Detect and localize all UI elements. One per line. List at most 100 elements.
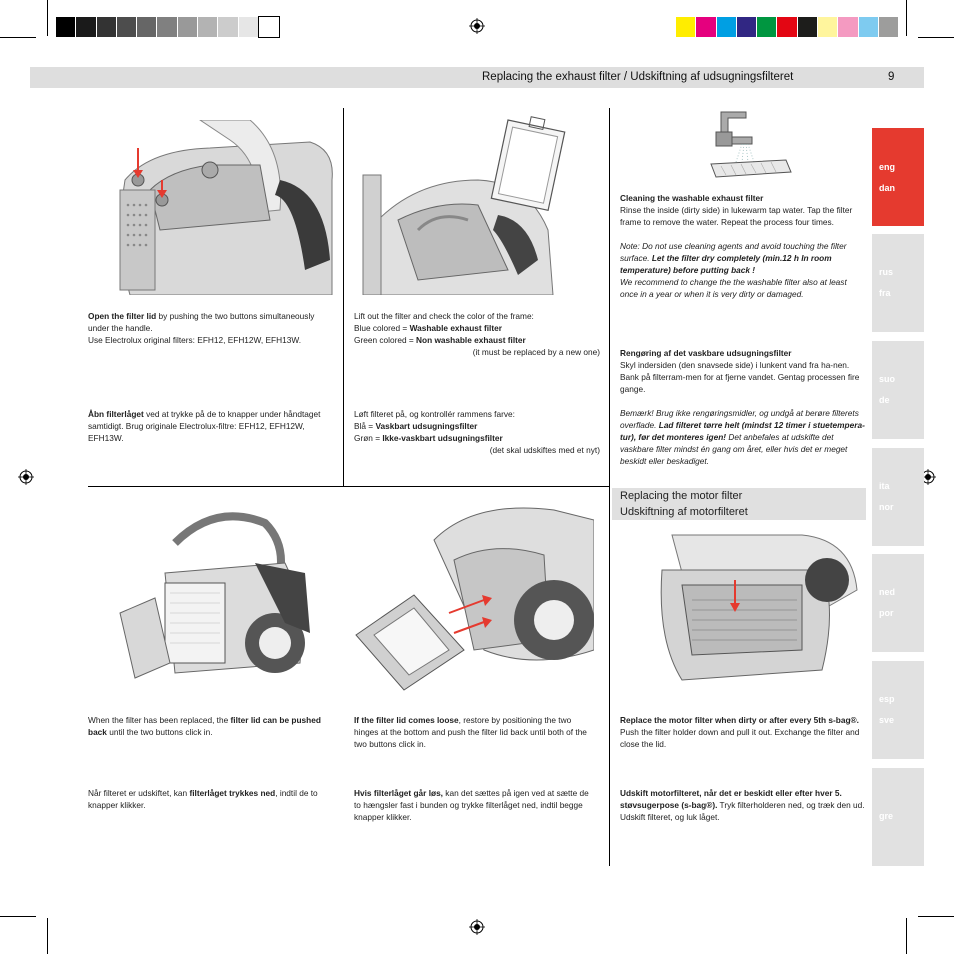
lang-label: esp <box>879 694 895 704</box>
crop-mark <box>906 0 907 36</box>
step3-da-note-tail: Det anbefales at udskifte det vaskbare f… <box>620 432 848 466</box>
step3-text-da: Rengøring af det vaskbare udsugningsfilt… <box>620 347 866 467</box>
motor-filter-heading: Replacing the motor filter Udskiftning a… <box>612 488 866 520</box>
column-divider <box>343 108 345 486</box>
row-divider <box>88 486 610 488</box>
step4-en-pre: When the filter has been replaced, the <box>88 715 231 725</box>
calibration-swatch <box>56 17 77 37</box>
lang-tab-ned-por[interactable]: ned por <box>872 554 924 652</box>
calibration-swatch <box>716 17 737 37</box>
step2-en-green-value: Non washable exhaust filter <box>416 335 526 345</box>
step1-en-rest: by pushing the two buttons simultaneousl… <box>88 311 315 333</box>
filter-lid-open-illustration <box>115 503 315 693</box>
calibration-swatch <box>137 17 158 37</box>
step2-en-green-label: Green colored = <box>354 335 417 345</box>
calibration-swatch <box>157 17 178 37</box>
lang-label: eng <box>879 162 896 172</box>
step2-en-note: (it must be replaced by a new one) <box>472 347 600 357</box>
step2-da-green-label: Grøn = <box>354 433 383 443</box>
lid-hinges-illustration <box>354 500 594 695</box>
step2-da-blue-value: Vaskbart udsugningsfilter <box>375 421 478 431</box>
step3-da-note-italic: Bemærk! Brug ikke rengøringsmidler, og u… <box>620 408 859 430</box>
page-number: 9 <box>888 71 895 83</box>
page-header: Replacing the exhaust filter / Udskiftni… <box>30 67 924 88</box>
lang-label: suo <box>879 374 896 384</box>
step1-text-da: Åbn filterlåget ved at trykke på de to k… <box>88 408 328 444</box>
motor-filter-illustration <box>622 530 862 690</box>
lang-label: nor <box>879 502 894 512</box>
step6-da-rest: Tryk filterholderen ned, og træk den ud.… <box>620 800 865 822</box>
step3-en-body: Rinse the inside (dirty side) in lukewar… <box>620 205 853 227</box>
step2-da-blue-label: Blå = <box>354 421 376 431</box>
step4-text-da: Når filteret er udskiftet, kan filterlåg… <box>88 787 328 811</box>
step2-en-line1: Lift out the filter and check the color … <box>354 311 534 321</box>
step3-da-note-bold: Lad filteret tørre helt (mindst 12 timer… <box>620 420 865 442</box>
lang-label: fra <box>879 288 891 298</box>
calibration-swatch <box>858 17 879 37</box>
step6-da-bold: Udskift motorfilteret, når det er beskid… <box>620 788 842 810</box>
calibration-swatch <box>797 17 819 37</box>
crop-mark <box>0 916 36 917</box>
step2-da-line1: Løft filteret på, og kontrollér rammens … <box>354 409 515 419</box>
calibration-swatch <box>676 17 697 37</box>
step6-en-rest: Push the filter holder down and pull it … <box>620 727 860 749</box>
lang-tab-eng-dan[interactable]: eng dan <box>872 128 924 226</box>
lang-tab-ita-nor[interactable]: ita nor <box>872 448 924 546</box>
step5-da-rest: kan det sættes på igen ved at sætte de t… <box>354 788 589 822</box>
motor-title-en: Replacing the motor filter <box>620 490 743 502</box>
step4-text-en: When the filter has been replaced, the f… <box>88 714 328 738</box>
step5-en-bold: If the filter lid comes loose <box>354 715 459 725</box>
lang-label: de <box>879 395 890 405</box>
step5-en-rest: , restore by positioning the two hinges … <box>354 715 587 749</box>
step3-da-title: Rengøring af det vaskbare udsugningsfilt… <box>620 348 792 358</box>
calibration-swatch <box>96 17 117 37</box>
calibration-swatch <box>257 16 281 38</box>
step6-en-bold: Replace the motor filter when dirty or a… <box>620 715 859 725</box>
crop-mark <box>47 918 48 954</box>
crop-mark <box>918 37 954 38</box>
lang-tab-rus-fra[interactable]: rus fra <box>872 234 924 332</box>
calibration-swatch <box>777 17 798 37</box>
lang-label: ned <box>879 587 896 597</box>
registration-mark-icon <box>469 919 485 935</box>
registration-mark-icon <box>18 469 34 485</box>
color-calibration-bar <box>676 17 900 37</box>
step6-text-da: Udskift motorfilteret, når det er beskid… <box>620 787 868 823</box>
calibration-swatch <box>757 17 778 37</box>
lang-label: dan <box>879 183 896 193</box>
lang-tab-gre[interactable]: gre <box>872 768 924 866</box>
calibration-swatch <box>838 17 859 37</box>
crop-mark <box>0 37 36 38</box>
step1-da-bold: Åbn filterlåget <box>88 409 144 419</box>
step2-text-en: Lift out the filter and check the color … <box>354 310 600 358</box>
step3-en-title: Cleaning the washable exhaust filter <box>620 193 764 203</box>
motor-title-da: Udskiftning af motorfilteret <box>620 506 748 518</box>
step3-text-en: Cleaning the washable exhaust filter Rin… <box>620 192 860 300</box>
calibration-swatch <box>696 17 717 37</box>
step2-en-blue-value: Washable exhaust filter <box>409 323 502 333</box>
tap-water-filter-illustration <box>706 102 796 180</box>
step3-en-note-tail: We recommend to change the the washable … <box>620 277 847 299</box>
lang-label: sve <box>879 715 895 725</box>
lang-tab-esp-sve[interactable]: esp sve <box>872 661 924 759</box>
step1-en-bold: Open the filter lid <box>88 311 157 321</box>
lang-label: gre <box>879 811 894 821</box>
step1-en-line2: Use Electrolux original filters: EFH12, … <box>88 335 302 345</box>
step4-da-bold: filterlåget trykkes ned <box>189 788 276 798</box>
lang-tab-suo-de[interactable]: suo de <box>872 341 924 439</box>
lang-label: rus <box>879 267 894 277</box>
calibration-swatch <box>818 17 839 37</box>
step2-da-note: (det skal udskiftes med et nyt) <box>489 445 600 455</box>
step3-en-note-bold: Let the filter dry completely (min.12 h … <box>620 253 832 275</box>
step4-da-rest: , indtil de to knapper klikker. <box>88 788 318 810</box>
crop-mark <box>918 916 954 917</box>
grayscale-calibration-bar <box>56 16 281 38</box>
step1-text-en: Open the filter lid by pushing the two b… <box>88 310 328 346</box>
calibration-swatch <box>76 17 97 37</box>
step2-en-blue-label: Blue colored = <box>354 323 410 333</box>
lang-label: por <box>879 608 894 618</box>
calibration-swatch <box>177 17 199 37</box>
crop-mark <box>906 918 907 954</box>
calibration-swatch <box>878 17 900 37</box>
crop-mark <box>47 0 48 36</box>
